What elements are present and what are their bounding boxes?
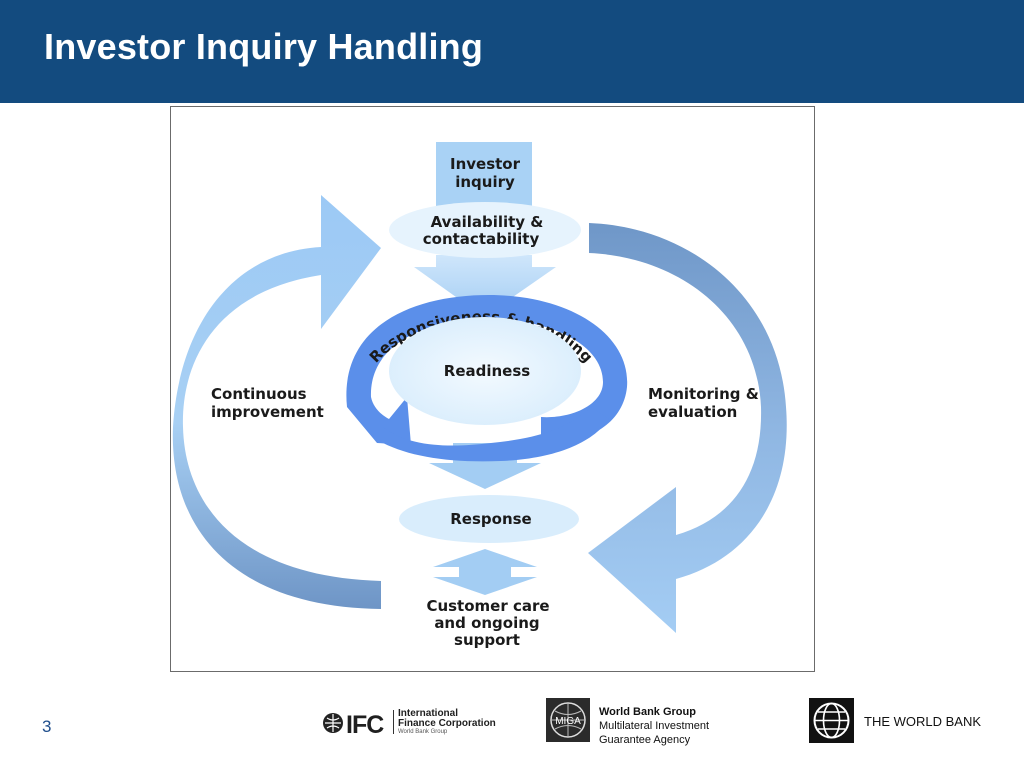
ifc-globe-icon [323,713,343,733]
ifc-divider [393,710,394,734]
availability-line1: Availability & [431,213,544,231]
investor-inquiry-diagram: Investor inquiry Availability & contacta… [172,142,787,649]
top-box-line2: inquiry [455,173,515,191]
bottom-line2: and ongoing [434,614,539,632]
miga-globe-icon: MIGA [550,702,586,738]
availability-line2: contactability [423,230,540,248]
slide-title: Investor Inquiry Handling [44,26,484,67]
miga-line2: Guarantee Agency [599,734,691,746]
ifc-sub: World Bank Group [398,729,448,735]
down-arrow-upper [414,255,556,317]
left-cycle-arrow [172,195,381,609]
title-bar: Investor Inquiry Handling [0,0,1024,103]
response-label: Response [450,510,531,528]
diagram-frame: Investor inquiry Availability & contacta… [170,106,815,672]
world-bank-logo [809,698,854,743]
right-label-line1: Monitoring & [648,385,759,403]
world-bank-text: THE WORLD BANK [864,714,982,729]
ifc-logo: IFC International Finance Corporation Wo… [322,708,502,739]
readiness-label: Readiness [444,362,531,380]
left-label-line2: improvement [211,403,324,421]
ifc-line2: Finance Corporation [398,718,496,729]
left-label-line1: Continuous [211,385,307,403]
readiness-ellipse [389,317,581,425]
miga-mark: MIGA [555,716,581,727]
miga-head: World Bank Group [599,706,696,718]
availability-ellipse [389,202,581,258]
page-number: 3 [42,717,52,736]
right-label-line2: evaluation [648,403,737,421]
bottom-line1: Customer care [426,597,549,615]
ifc-mark: IFC [346,711,384,739]
response-ellipse [399,495,579,543]
miga-text: World Bank Group Multilateral Investment… [599,705,739,747]
ifc-line1: International [398,708,459,719]
miga-logo: MIGA [546,698,590,742]
double-arrow-lower [433,549,537,595]
top-box-line1: Investor [450,155,521,173]
miga-line1: Multilateral Investment [599,720,710,732]
right-cycle-arrow [588,223,787,633]
bottom-line3: support [454,631,520,649]
world-bank-globe-icon [813,702,850,739]
